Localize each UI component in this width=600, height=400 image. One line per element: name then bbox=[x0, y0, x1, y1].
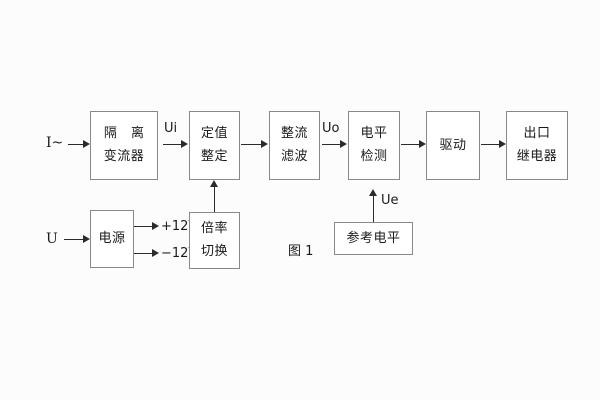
arrowhead-current-to-isolation bbox=[83, 140, 90, 148]
block-output-relay: 出口 继电器 bbox=[506, 111, 568, 180]
block-driver-line-1: 驱动 bbox=[439, 137, 467, 153]
arrowhead-driver-to-output-relay bbox=[499, 140, 506, 148]
connector-rail-positive bbox=[134, 226, 154, 227]
input-label-voltage: U bbox=[46, 231, 58, 247]
signal-label-uo: Uo bbox=[322, 121, 340, 136]
block-level-detection-line-2: 检测 bbox=[360, 149, 388, 164]
block-output-relay-line-1: 出口 bbox=[523, 126, 551, 142]
block-output-relay-line-2: 继电器 bbox=[516, 149, 558, 164]
rail-label-negative: −12V bbox=[161, 246, 198, 261]
input-label-current: I~ bbox=[46, 135, 64, 151]
block-isolation-transformer: 隔 离 变流器 bbox=[90, 111, 158, 180]
connector-rail-negative bbox=[134, 253, 154, 254]
arrowhead-level-to-driver bbox=[419, 140, 426, 148]
block-setting-value: 定值 整定 bbox=[189, 111, 240, 180]
block-reference-level-line-1: 参考电平 bbox=[346, 230, 401, 246]
connector-level-to-driver bbox=[401, 144, 420, 145]
block-isolation-transformer-line-2: 变流器 bbox=[103, 149, 145, 164]
block-ratio-switch-line-1: 倍率 bbox=[200, 221, 228, 237]
signal-label-ue: Ue bbox=[381, 193, 399, 208]
block-power-supply-line-1: 电源 bbox=[98, 231, 126, 247]
block-setting-value-line-1: 定值 bbox=[200, 126, 228, 142]
connector-current-to-isolation bbox=[68, 144, 84, 145]
connector-ratio-switch-to-setting bbox=[214, 186, 215, 212]
block-isolation-transformer-line-1: 隔 离 bbox=[103, 126, 150, 142]
signal-label-ui: Ui bbox=[164, 121, 178, 136]
connector-voltage-to-power-supply bbox=[64, 239, 84, 240]
arrowhead-rectify-to-level bbox=[340, 140, 347, 148]
connector-reference-to-level bbox=[373, 195, 374, 222]
arrowhead-ratio-switch-to-setting bbox=[210, 180, 218, 187]
block-ratio-switch-line-2: 切换 bbox=[200, 244, 228, 259]
block-reference-level: 参考电平 bbox=[334, 222, 413, 255]
arrowhead-setting-to-rectify bbox=[261, 140, 268, 148]
connector-isolation-to-setting bbox=[163, 144, 182, 145]
block-level-detection-line-1: 电平 bbox=[360, 126, 388, 142]
arrowhead-voltage-to-power-supply bbox=[83, 235, 90, 243]
block-setting-value-line-2: 整定 bbox=[200, 149, 228, 164]
block-power-supply: 电源 bbox=[90, 210, 134, 268]
block-rectify-filter-line-2: 滤波 bbox=[280, 149, 308, 164]
connector-driver-to-output-relay bbox=[481, 144, 500, 145]
block-rectify-filter: 整流 滤波 bbox=[269, 111, 320, 180]
arrowhead-reference-to-level bbox=[369, 189, 377, 196]
connector-rectify-to-level bbox=[322, 144, 341, 145]
figure-caption: 图 1 bbox=[288, 244, 314, 259]
arrowhead-rail-positive bbox=[152, 222, 159, 230]
block-rectify-filter-line-1: 整流 bbox=[280, 126, 308, 142]
block-level-detection: 电平 检测 bbox=[348, 111, 400, 180]
connector-setting-to-rectify bbox=[241, 144, 263, 145]
arrowhead-rail-negative bbox=[152, 249, 159, 257]
block-ratio-switch: 倍率 切换 bbox=[189, 212, 240, 269]
arrowhead-isolation-to-setting bbox=[181, 140, 188, 148]
rail-label-positive: +12V bbox=[161, 219, 198, 234]
block-driver: 驱动 bbox=[426, 111, 480, 180]
